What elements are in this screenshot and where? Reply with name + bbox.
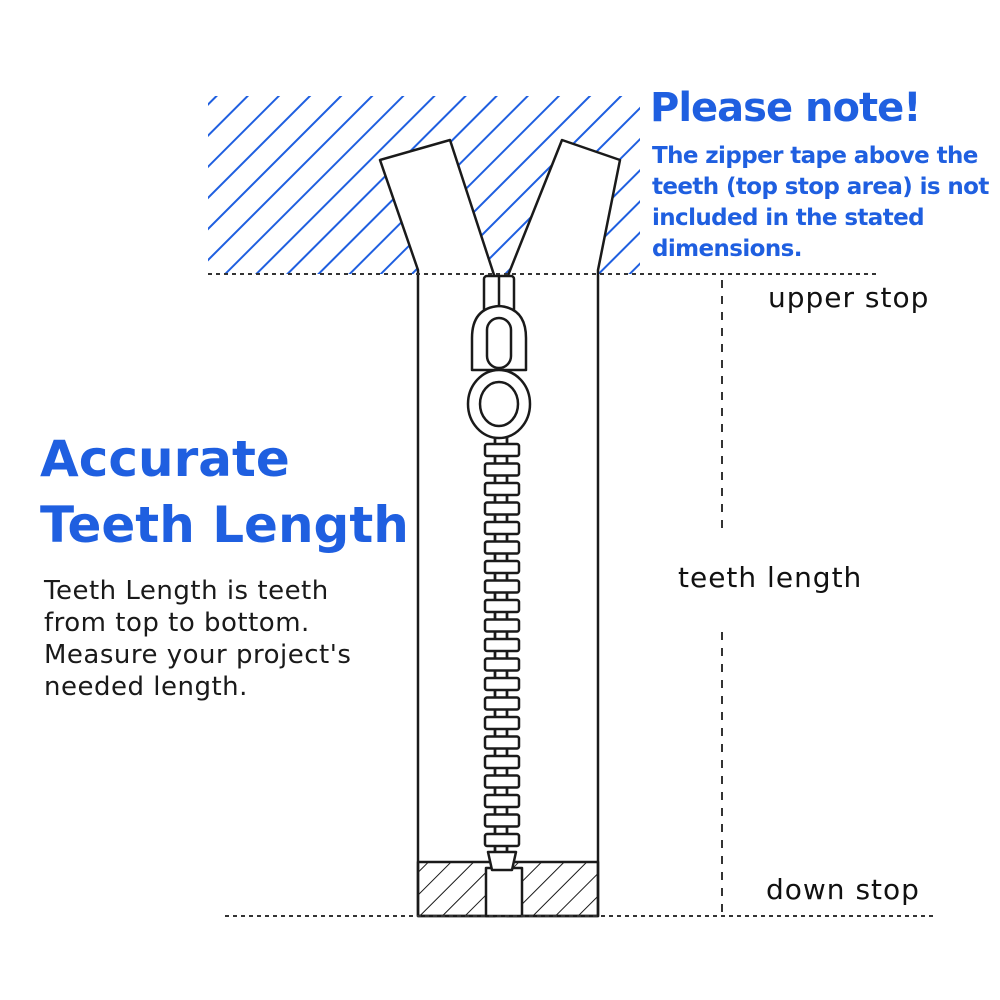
note-line: included in the stated [652,205,925,231]
zipper-tooth [483,657,521,672]
zipper-tooth [483,754,521,770]
note-line: teeth (top stop area) is not [652,174,989,200]
note-body: The zipper tape above the teeth (top sto… [652,141,992,265]
headline-line-1: Accurate [40,430,290,488]
zipper-tooth [483,481,521,497]
bottom-stop-insert [486,850,518,872]
zipper-tooth [483,696,521,711]
upper-stop-label: upper stop [768,281,930,314]
note-line: The zipper tape above the [652,143,978,169]
description-line: Measure your project's [44,640,352,670]
down-stop-label: down stop [766,873,920,906]
bottom-stop-pin [484,866,524,918]
zipper-icon [378,138,622,918]
zipper-tooth [483,540,521,555]
zipper-tooth [483,618,521,633]
zipper-tooth [483,676,521,692]
note-title: Please note! [650,85,921,131]
description-line: from top to bottom. [44,608,310,638]
zipper-tooth [483,501,521,516]
zipper-tooth [483,793,521,809]
zipper-slider-icon [466,274,532,440]
zipper-tooth [483,598,521,614]
teeth-length-label: teeth length [678,561,863,594]
zipper-tooth [483,579,521,594]
zipper-tooth [483,735,521,750]
zipper-tooth [483,637,521,653]
zipper-tooth [483,832,521,848]
note-line: dimensions. [652,236,802,262]
headline: Accurate Teeth Length [40,426,409,558]
description: Teeth Length is teeth from top to bottom… [44,575,351,703]
zipper-tooth [483,559,521,575]
zipper-tooth [483,462,521,477]
headline-line-2: Teeth Length [40,496,409,554]
zipper-tooth [483,774,521,789]
zipper-tooth [483,442,521,458]
zipper-tooth [483,813,521,828]
zipper-tooth [483,520,521,536]
zipper-teeth [483,442,521,848]
zipper-tooth [483,715,521,731]
description-line: needed length. [44,672,248,702]
description-line: Teeth Length is teeth [44,576,329,606]
